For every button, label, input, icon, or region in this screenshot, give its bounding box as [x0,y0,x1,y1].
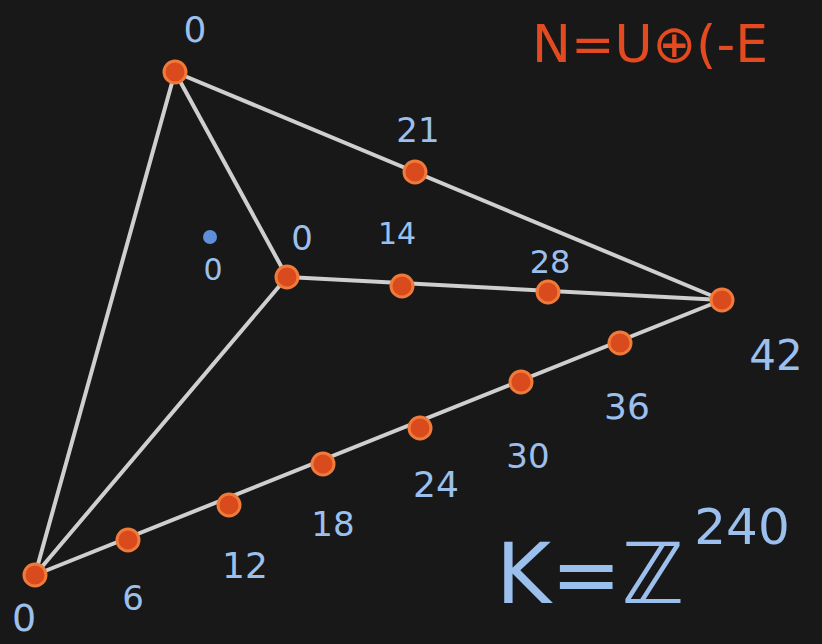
vertex-dot [312,453,334,475]
chalk-lines [35,72,722,575]
vertex-dot [409,417,431,439]
chalk-smudge [203,230,217,244]
vertex-number: 18 [311,507,354,541]
formula-exponent: 240 [694,502,789,552]
vertex-dot [391,275,413,297]
vertex-dot [117,529,139,551]
vertex-dot [404,161,426,183]
vertex-dot [24,564,46,586]
vertex-number: 12 [222,548,268,584]
edge-line [175,72,722,300]
vertex-dot [537,281,559,303]
vertex-number: 42 [749,335,802,377]
formula-text: N=U⊕(-E [532,18,768,70]
vertex-number: 0 [203,255,222,285]
vertex-dot [711,289,733,311]
vertex-number: 28 [530,246,571,278]
edge-line [35,277,287,575]
formula-text: K=ℤ [496,532,684,616]
vertex-number: 0 [12,599,36,637]
vertex-number: 30 [506,439,549,473]
vertex-number: 0 [291,221,313,255]
vertex-number: 6 [122,581,144,615]
vertex-dots [24,61,733,586]
vertex-number: 0 [184,12,207,48]
vertex-number: 24 [413,467,459,503]
vertex-dot [164,61,186,83]
vertex-dot [609,332,631,354]
edge-line [175,72,287,277]
vertex-dot [218,494,240,516]
vertex-number: 36 [604,389,650,425]
vertex-number: 14 [378,219,416,249]
vertex-dot [276,266,298,288]
edge-line [287,277,722,300]
vertex-dot [510,371,532,393]
vertex-number: 21 [396,113,439,147]
edge-line [35,72,175,575]
